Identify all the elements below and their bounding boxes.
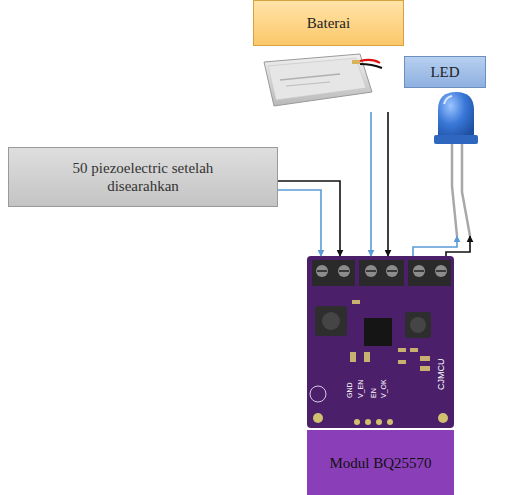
node-label: LED xyxy=(424,63,465,81)
node-label: 50 piezoelectric setelah disearahkan xyxy=(37,159,249,195)
module-box: Modul BQ25570 xyxy=(307,256,454,495)
board-silkscreen: CJMCU xyxy=(436,359,446,391)
wire-line xyxy=(278,190,321,256)
battery-box: Baterai xyxy=(253,0,404,112)
pin-name: EN xyxy=(370,388,377,398)
wire-connector xyxy=(371,112,388,256)
pin-name: V_EN xyxy=(357,380,364,398)
wire-line xyxy=(370,112,372,256)
led-picture xyxy=(434,92,478,236)
wire-connector xyxy=(278,181,340,256)
node-label: Modul BQ25570 xyxy=(323,454,437,472)
node-label: Baterai xyxy=(301,14,356,32)
pin-name: V_OK xyxy=(380,379,387,398)
label-panel: Baterai xyxy=(253,0,404,46)
label-panel: LED xyxy=(404,56,486,88)
wire-line xyxy=(446,236,470,256)
label-panel: 50 piezoelectric setelah disearahkan xyxy=(8,147,278,207)
battery-picture xyxy=(264,54,382,106)
pin-name: GND xyxy=(346,382,353,398)
source-box: 50 piezoelectric setelah disearahkan xyxy=(8,147,278,207)
wire-line xyxy=(278,181,340,256)
label-panel: Modul BQ25570 xyxy=(307,430,454,495)
bq25570-board xyxy=(307,256,454,428)
led-box: LED xyxy=(404,56,486,236)
wire-line xyxy=(413,236,457,256)
wire-line xyxy=(387,112,389,256)
wire-connector xyxy=(413,236,470,256)
